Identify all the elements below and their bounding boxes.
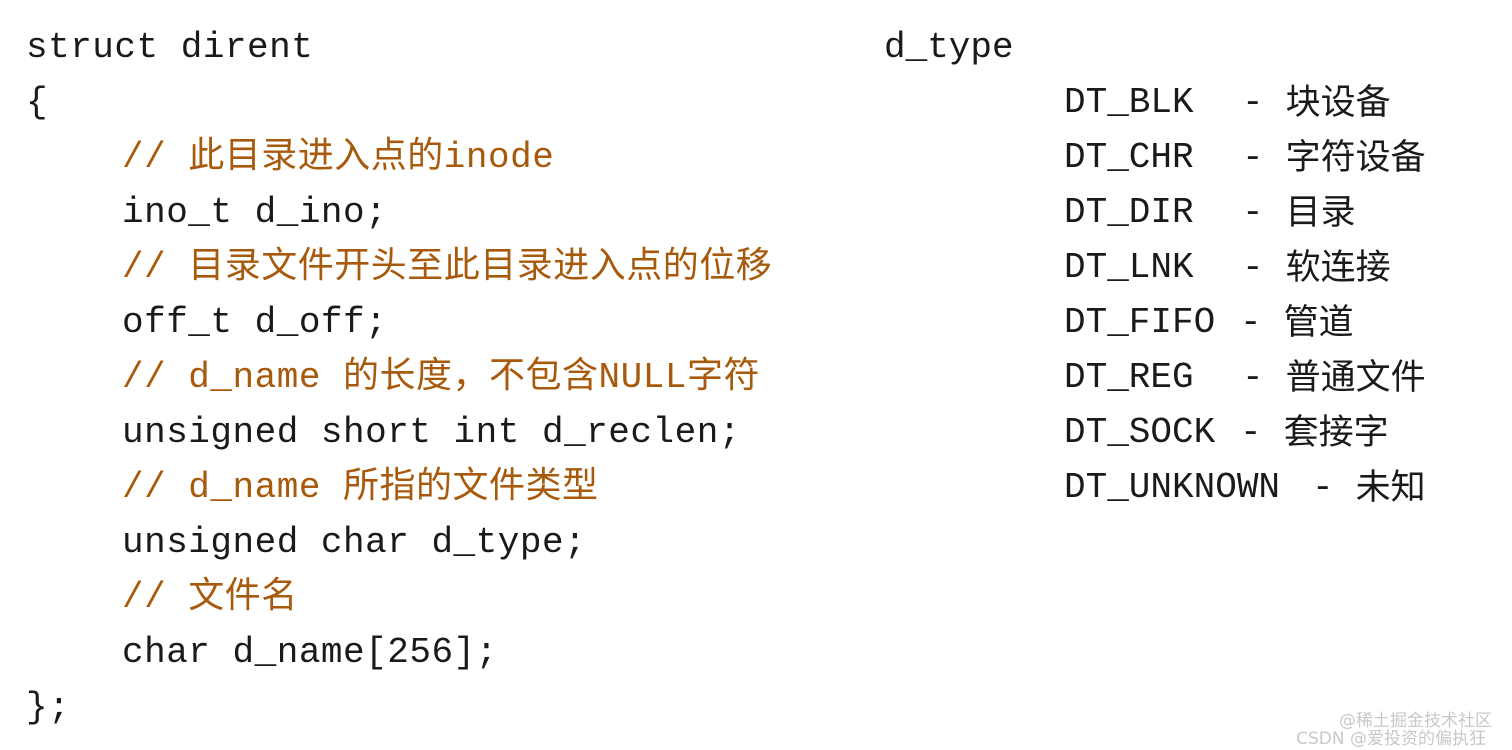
dtype-description: 软连接 [1285,248,1391,288]
code-comment-offset: // 目录文件开头至此目录进入点的位移 [122,247,773,288]
dtype-entry: DT_SOCK - 套接字 [1064,412,1389,454]
dtype-description: 管道 [1283,303,1354,343]
dtype-description: 普通文件 [1285,358,1426,398]
code-comment-type: // d_name 所指的文件类型 [122,467,599,508]
dtype-description: 目录 [1285,193,1356,233]
watermark-juejin: @稀土掘金技术社区 [1339,711,1492,731]
code-line-d-reclen: unsigned short int d_reclen; [122,412,741,453]
code-comment-inode: // 此目录进入点的inode [122,137,555,178]
dtype-name: DT_REG [1064,357,1194,398]
dtype-name: DT_BLK [1064,82,1194,123]
dtype-header: d_type [884,27,1014,68]
dtype-entry: DT_FIFO - 管道 [1064,302,1354,344]
dtype-entry: DT_CHR - 字符设备 [1064,137,1426,179]
dtype-separator: - [1312,467,1334,508]
code-line-struct-decl: struct dirent [26,27,314,68]
code-line-d-type: unsigned char d_type; [122,522,587,563]
dtype-entry: DT_DIR - 目录 [1064,192,1356,234]
dtype-name: DT_UNKNOWN [1064,467,1281,508]
dtype-name: DT_DIR [1064,192,1194,233]
dtype-entry: DT_REG - 普通文件 [1064,357,1426,399]
dtype-description: 字符设备 [1285,138,1426,178]
dtype-entry: DT_UNKNOWN - 未知 [1064,467,1426,509]
dtype-entry: DT_BLK - 块设备 [1064,82,1391,124]
code-comment-filename: // 文件名 [122,577,298,618]
code-line-d-ino: ino_t d_ino; [122,192,388,233]
dtype-name: DT_CHR [1064,137,1194,178]
dtype-separator: - [1242,247,1264,288]
watermark-csdn: CSDN @爱投资的偏执狂 [1296,729,1486,749]
dtype-separator: - [1242,137,1264,178]
dtype-separator: - [1240,302,1262,343]
code-line-open-brace: { [26,82,49,123]
dtype-name: DT_LNK [1064,247,1194,288]
dtype-separator: - [1242,357,1264,398]
code-comment-reclen: // d_name 的长度，不包含NULL字符 [122,357,760,398]
code-line-d-off: off_t d_off; [122,302,388,343]
dtype-description: 套接字 [1283,413,1389,453]
dtype-separator: - [1242,82,1264,123]
code-line-d-name: char d_name[256]; [122,632,498,673]
dtype-separator: - [1240,412,1262,453]
dtype-description: 块设备 [1285,83,1391,123]
dtype-separator: - [1242,192,1264,233]
dtype-name: DT_FIFO [1064,302,1216,343]
dtype-name: DT_SOCK [1064,412,1216,453]
code-line-close-brace: }; [26,687,71,728]
dtype-description: 未知 [1355,468,1426,508]
dtype-entry: DT_LNK - 软连接 [1064,247,1391,289]
